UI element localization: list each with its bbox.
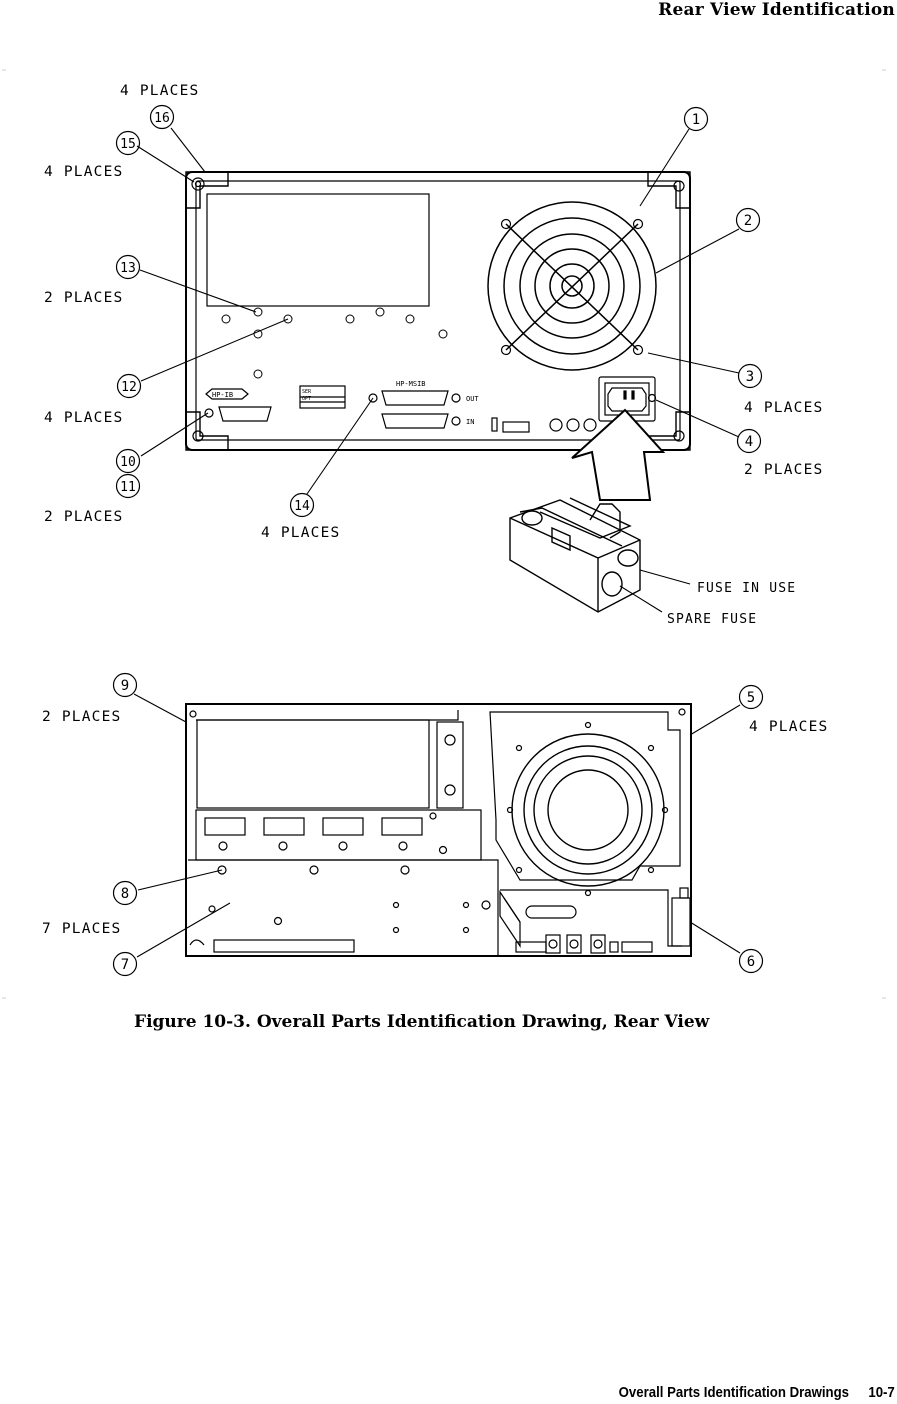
callout-15: 15 [115, 130, 141, 156]
svg-text:5: 5 [747, 690, 755, 706]
place-label-5: 4 PLACES [749, 719, 828, 735]
place-label-11: 2 PLACES [44, 509, 123, 525]
opt-label: OPT [302, 396, 311, 402]
callout-13: 13 [115, 254, 141, 280]
svg-text:6: 6 [747, 954, 755, 970]
place-label-13: 2 PLACES [44, 290, 123, 306]
footer-section-title: Overall Parts Identification Drawings [618, 1384, 850, 1401]
rear-view-figure: HP-IB SER OPT HP-MSIB OUT IN [2, 69, 886, 999]
svg-text:14: 14 [294, 499, 310, 514]
callout-14: 14 [289, 492, 315, 518]
rear-panel-drawing: HP-IB SER OPT HP-MSIB OUT IN [185, 171, 691, 451]
svg-text:12: 12 [121, 380, 137, 395]
running-head: Rear View Identification [658, 0, 895, 20]
callout-8: 8 [112, 880, 138, 906]
svg-text:1: 1 [692, 112, 700, 128]
callout-6: 6 [738, 948, 764, 974]
place-label-14: 4 PLACES [261, 525, 340, 541]
figure-caption: Figure 10-3. Overall Parts Identificatio… [134, 1012, 710, 1032]
callout-3: 3 [737, 363, 763, 389]
place-label-16: 4 PLACES [120, 83, 199, 99]
svg-text:4: 4 [745, 434, 753, 450]
place-label-4: 2 PLACES [744, 462, 823, 478]
hpib-label: HP-IB [212, 391, 233, 399]
svg-text:7: 7 [121, 957, 129, 973]
callout-10: 10 [115, 448, 141, 474]
place-label-15: 4 PLACES [44, 164, 123, 180]
callout-1: 1 [683, 106, 709, 132]
in-label: IN [466, 418, 474, 426]
callout-5: 5 [738, 684, 764, 710]
fuse-in-use-label: FUSE IN USE [697, 581, 796, 596]
fuse-holder-drawing [509, 497, 641, 613]
callout-12: 12 [116, 373, 142, 399]
place-label-3: 4 PLACES [744, 400, 823, 416]
ser-label: SER [302, 389, 312, 395]
fuse-detail-arrow [571, 408, 666, 501]
page-number: 10-7 [868, 1384, 895, 1401]
callout-9: 9 [112, 672, 138, 698]
svg-text:2: 2 [744, 213, 752, 229]
page-footer: Overall Parts Identification Drawings 10-… [619, 1384, 895, 1401]
place-label-12: 4 PLACES [44, 410, 123, 426]
callout-11: 11 [115, 473, 141, 499]
place-label-8: 7 PLACES [42, 921, 121, 937]
callout-4: 4 [736, 428, 762, 454]
svg-text:9: 9 [121, 678, 129, 694]
svg-text:11: 11 [120, 480, 136, 495]
callout-7: 7 [112, 951, 138, 977]
svg-text:15: 15 [120, 137, 136, 152]
callout-2: 2 [735, 207, 761, 233]
svg-text:8: 8 [121, 886, 129, 902]
place-label-9: 2 PLACES [42, 709, 121, 725]
bottom-view-drawing [185, 703, 692, 957]
svg-text:3: 3 [746, 369, 754, 385]
svg-text:13: 13 [120, 261, 136, 276]
out-label: OUT [466, 395, 479, 403]
svg-text:10: 10 [120, 455, 136, 470]
svg-text:16: 16 [154, 111, 170, 126]
hpmsib-label: HP-MSIB [396, 380, 426, 388]
callout-16: 16 [149, 104, 175, 130]
spare-fuse-label: SPARE FUSE [667, 612, 757, 627]
